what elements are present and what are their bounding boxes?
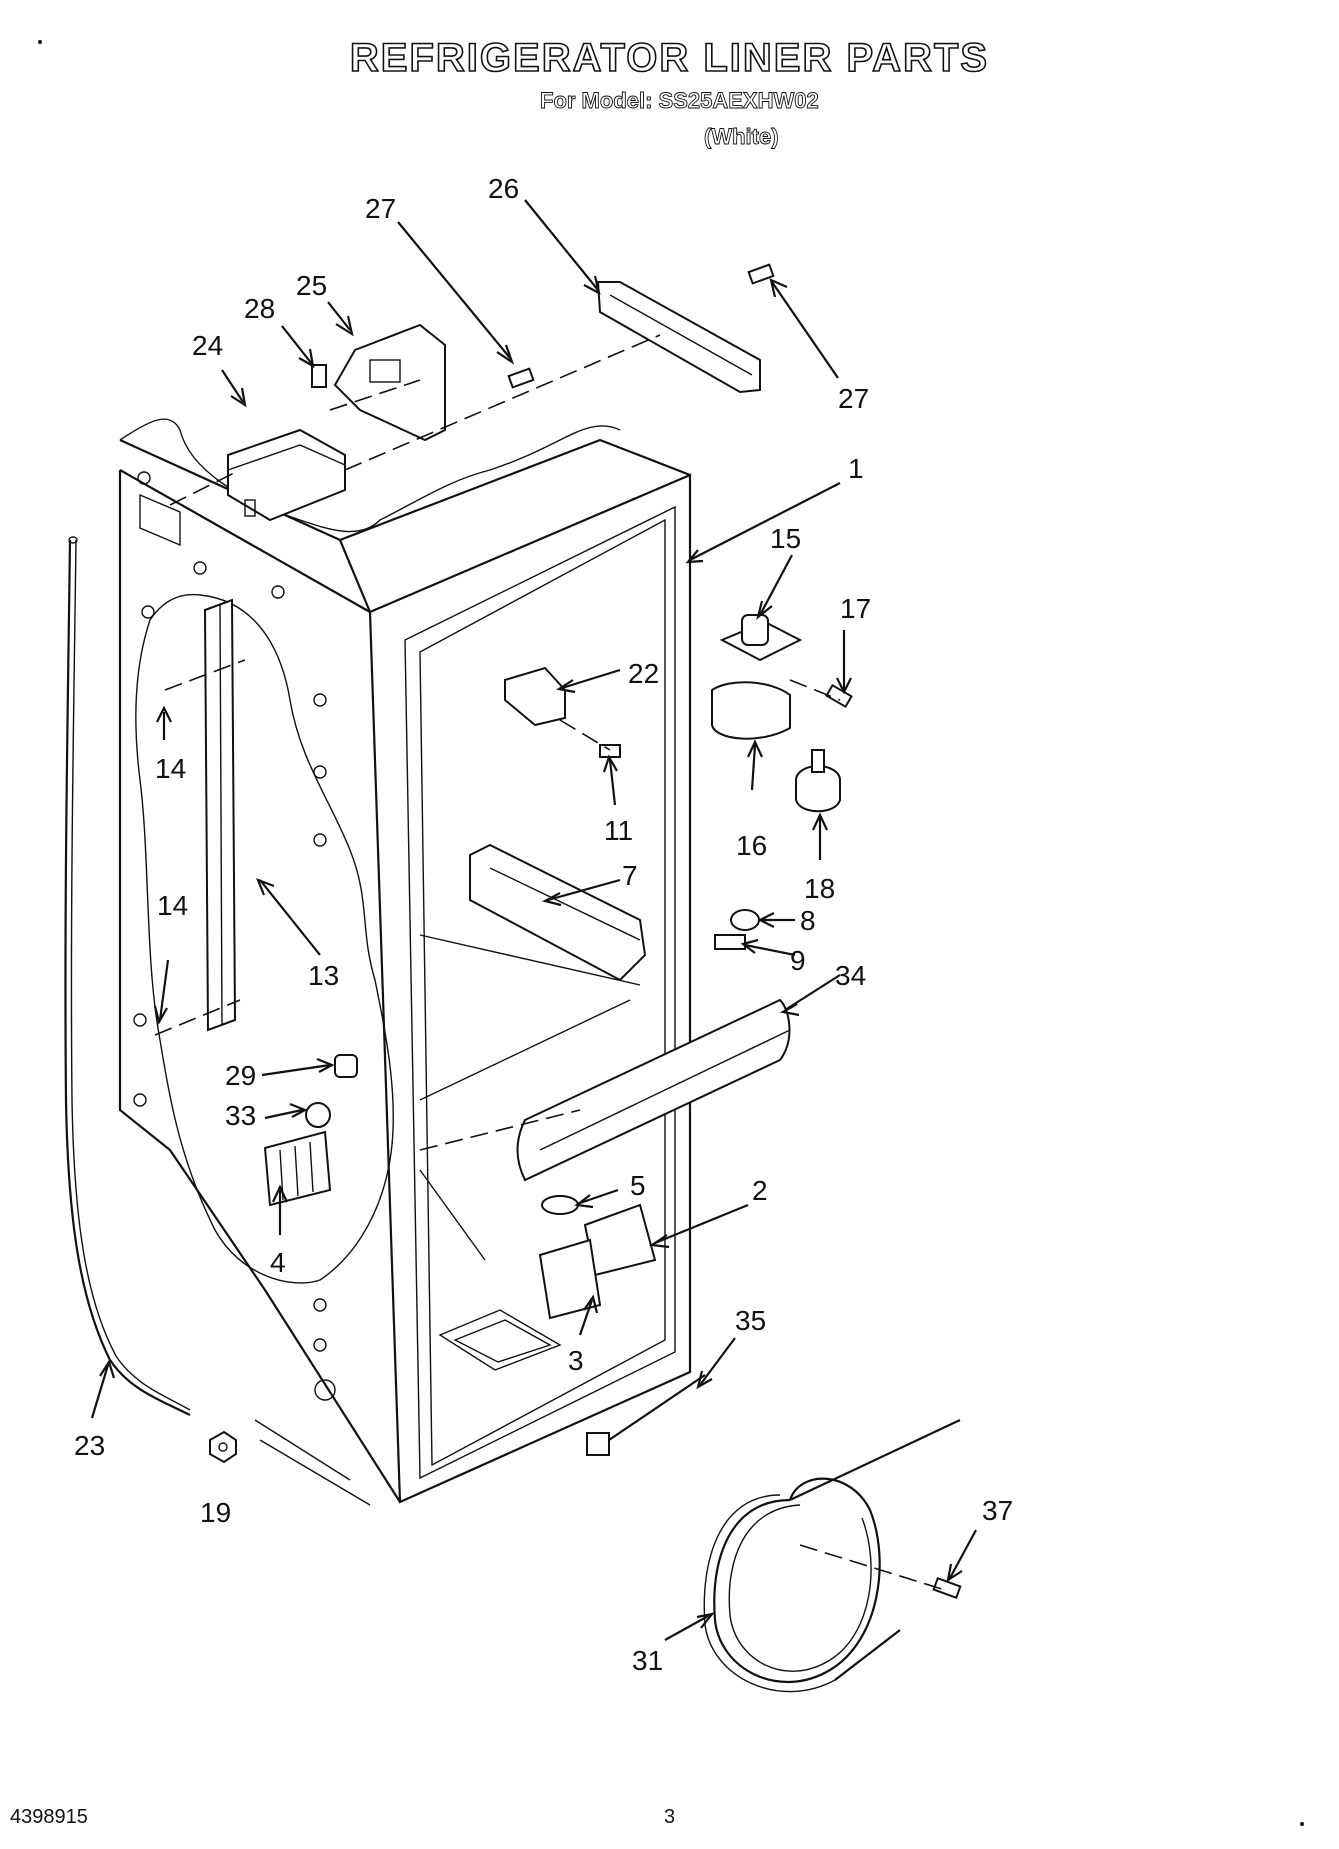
mounting-bracket [583, 1203, 657, 1277]
callout-1: 1 [848, 453, 864, 484]
callout-3: 3 [568, 1345, 584, 1376]
callout-24: 24 [192, 330, 223, 361]
callout-23: 23 [74, 1430, 105, 1461]
light-lens [263, 1130, 332, 1207]
corner-mark [38, 40, 42, 44]
liner-cabinet [64, 418, 692, 1506]
leader-lines [90, 199, 977, 1641]
callout-16: 16 [736, 830, 767, 861]
light-shield [516, 998, 791, 1182]
control-knob [795, 749, 841, 813]
callout-7: 7 [622, 860, 638, 891]
callout-37: 37 [982, 1495, 1013, 1526]
model-line: For Model: SS25AEXHW02 [540, 88, 820, 114]
screw [599, 744, 621, 758]
light-bulb [305, 1102, 331, 1128]
temperature-control [227, 428, 346, 522]
screw [932, 1576, 962, 1600]
callout-26: 26 [488, 173, 519, 204]
wire-harness [703, 1419, 961, 1693]
callout-33: 33 [225, 1100, 256, 1131]
page-title: REFRIGERATOR LINER PARTS [349, 35, 990, 81]
callout-25: 25 [296, 270, 327, 301]
callout-11: 11 [604, 815, 633, 846]
callout-28: 28 [244, 293, 275, 324]
grommet [730, 909, 760, 931]
screw [747, 263, 775, 285]
mounting-bracket [538, 1238, 602, 1320]
document-number: 4398915 [10, 1806, 88, 1828]
page-number: 3 [664, 1806, 676, 1828]
clip [311, 364, 327, 388]
callout-35: 35 [735, 1305, 766, 1336]
washer [541, 1195, 579, 1215]
screw [507, 367, 535, 389]
switch-cover [711, 681, 791, 740]
light-switch [719, 614, 803, 662]
callout-27: 27 [838, 383, 869, 414]
callout-8: 8 [800, 905, 816, 936]
callout-22: 22 [628, 658, 659, 689]
callout-18: 18 [804, 873, 835, 904]
mounting-bracket [504, 666, 566, 727]
callout-5: 5 [630, 1170, 646, 1201]
control-housing [333, 323, 446, 442]
screw [825, 683, 853, 709]
variant-label: (White) [704, 124, 779, 150]
callout-27: 27 [365, 193, 396, 224]
callout-2: 2 [752, 1175, 768, 1206]
callout-17: 17 [840, 593, 871, 624]
callout-labels: 27 26 25 28 24 27 1 15 17 22 14 11 16 18… [74, 173, 1013, 1676]
corner-mark [1300, 1822, 1304, 1826]
callout-13: 13 [308, 960, 339, 991]
callout-15: 15 [770, 523, 801, 554]
callout-14: 14 [157, 890, 188, 921]
callout-9: 9 [790, 945, 806, 976]
drawer-channel [469, 843, 647, 982]
callout-19: 19 [200, 1497, 231, 1528]
callout-34: 34 [835, 960, 866, 991]
top-bracket [596, 281, 761, 394]
light-socket [334, 1054, 358, 1078]
cable-tie [586, 1374, 706, 1456]
callout-31: 31 [632, 1645, 663, 1676]
callout-14: 14 [155, 753, 186, 784]
shelf-rail [203, 598, 237, 1032]
callout-4: 4 [270, 1247, 286, 1278]
callout-29: 29 [225, 1060, 256, 1091]
screw [714, 934, 746, 950]
